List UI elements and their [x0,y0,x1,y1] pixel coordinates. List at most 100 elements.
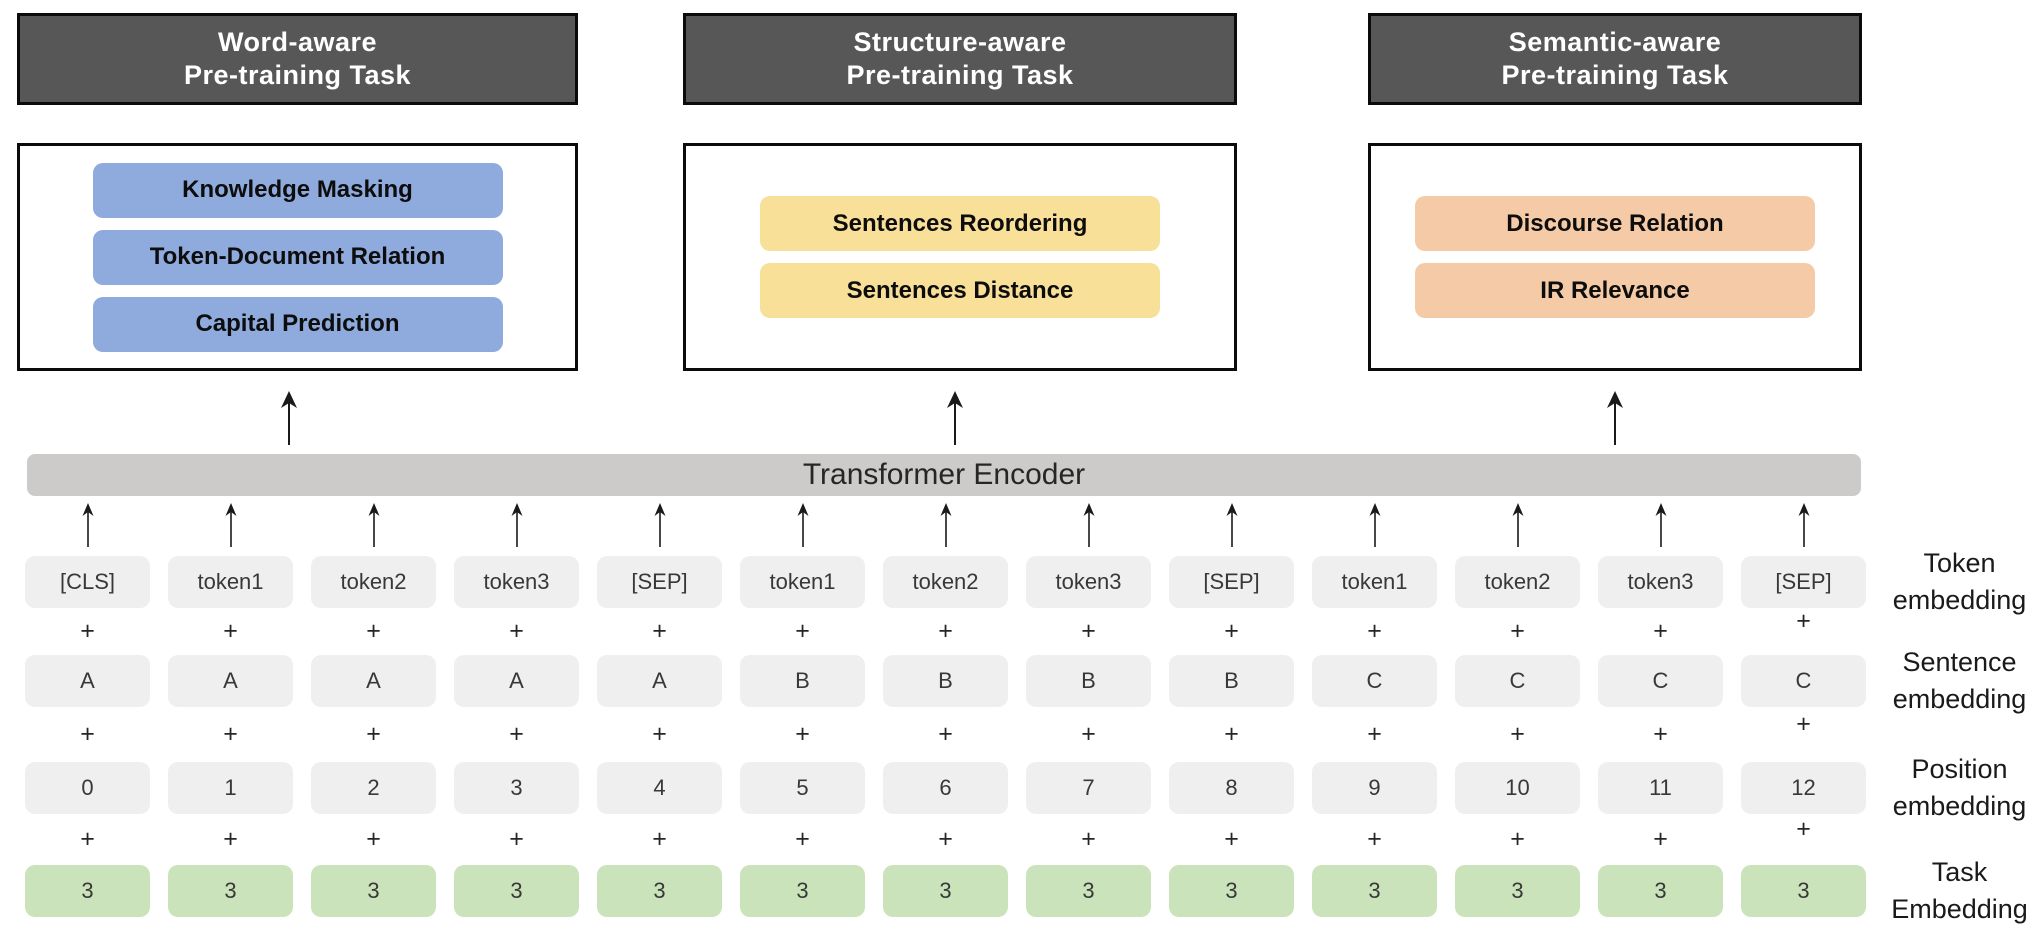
up-arrow-icon [1655,503,1666,547]
plus-row: +++++++++++++ [25,710,1866,748]
word-aware-header: Word-aware Pre-training Task [17,13,578,105]
plus-sign: + [1796,814,1811,843]
token-cell: token2 [311,556,436,608]
arrow-cell [168,502,293,548]
position-cell: 0 [25,762,150,814]
up-arrow-icon [511,503,522,547]
transformer-encoder-label: Transformer Encoder [802,458,1086,491]
arrow-cell [1026,502,1151,548]
up-arrow-icon [947,391,963,445]
plus-sign: + [795,719,810,748]
position-cell: 1 [168,762,293,814]
plus-sign: + [795,824,810,853]
arrow-cell [454,502,579,548]
up-arrow-icon [1512,503,1523,547]
token-cell: token1 [168,556,293,608]
position-cell: 3 [454,762,579,814]
token-cell: [SEP] [1741,556,1866,608]
input-arrows-row [25,502,1866,548]
up-arrow-icon [281,391,297,445]
structure-task-button: Sentences Distance [760,263,1160,318]
plus-sign: + [1081,616,1096,645]
plus-sign: + [938,824,953,853]
plus-sign: + [80,824,95,853]
plus-sign: + [795,616,810,645]
arrow-cell [1598,502,1723,548]
word-task-button: Capital Prediction [92,296,503,352]
task-cell: 3 [1598,865,1723,917]
sentence-embedding-label: Sentence embedding [1892,647,2027,714]
header-title-line2: Pre-training Task [1501,60,1729,90]
plus-sign: + [1653,719,1668,748]
position-cell: 9 [1312,762,1437,814]
sentence-cell: B [1026,655,1151,707]
task-embedding-label: Task Embedding [1891,857,2028,924]
token-cell: token1 [740,556,865,608]
plus-sign: + [1224,719,1239,748]
arrow-cell [740,502,865,548]
header-title-line2: Pre-training Task [846,60,1074,90]
plus-sign: + [366,824,381,853]
sentence-cell: A [311,655,436,707]
plus-sign: + [1224,824,1239,853]
plus-sign: + [509,616,524,645]
plus-sign: + [509,824,524,853]
task-cell: 3 [1026,865,1151,917]
plus-sign: + [1653,824,1668,853]
token-cell: [CLS] [25,556,150,608]
header-title-line1: Semantic-aware [1508,27,1722,57]
task-cell: 3 [168,865,293,917]
semantic-aware-header: Semantic-aware Pre-training Task [1368,13,1862,105]
sentence-cell: A [597,655,722,707]
token-cell: token3 [454,556,579,608]
plus-sign: + [652,616,667,645]
plus-sign: + [1796,709,1811,738]
up-arrow-icon [940,503,951,547]
task-cell: 3 [25,865,150,917]
plus-row: +++++++++++++ [25,815,1866,853]
task-cell: 3 [1312,865,1437,917]
task-cell: 3 [1741,865,1866,917]
plus-sign: + [223,616,238,645]
arrow-cell [1312,502,1437,548]
token-cell: token3 [1026,556,1151,608]
plus-sign: + [652,824,667,853]
sentence-cell: C [1312,655,1437,707]
position-cell: 10 [1455,762,1580,814]
plus-sign: + [1081,824,1096,853]
position-cell: 11 [1598,762,1723,814]
semantic-task-button: IR Relevance [1415,263,1815,318]
task-cell: 3 [597,865,722,917]
sentence-cell: B [1169,655,1294,707]
sentence-cell: B [740,655,865,707]
plus-sign: + [1367,616,1382,645]
up-arrow-icon [654,503,665,547]
sentence-cell: A [25,655,150,707]
position-cell: 5 [740,762,865,814]
token-cell: token2 [1455,556,1580,608]
task-cell: 3 [740,865,865,917]
transformer-encoder-bar: Transformer Encoder [27,454,1861,496]
arrow-cell [1169,502,1294,548]
arrow-cell [1455,502,1580,548]
arrow-cell [25,502,150,548]
plus-sign: + [80,719,95,748]
position-cell: 6 [883,762,1008,814]
arrow-cell [883,502,1008,548]
token-embedding-label: Token embedding [1892,548,2027,615]
plus-sign: + [1653,616,1668,645]
task-cell: 3 [311,865,436,917]
sentence-cell: C [1598,655,1723,707]
token-cell: token1 [1312,556,1437,608]
plus-sign: + [1510,719,1525,748]
up-arrow-icon [225,503,236,547]
position-cell: 8 [1169,762,1294,814]
up-arrow-icon [82,503,93,547]
up-arrow-icon [1226,503,1237,547]
